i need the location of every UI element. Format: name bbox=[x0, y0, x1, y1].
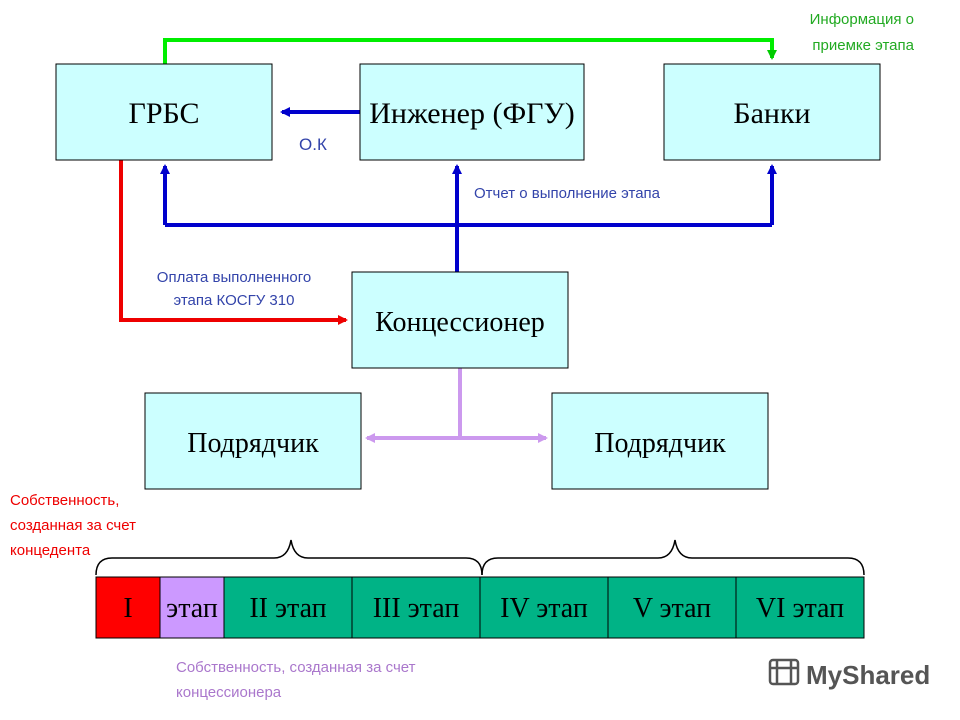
info-acceptance-connector bbox=[163, 38, 777, 64]
stage-label-1: I bbox=[123, 593, 132, 624]
stage-cell-7 bbox=[735, 576, 865, 639]
stage-label-4: III этап bbox=[373, 593, 460, 624]
node-banks-box bbox=[663, 63, 881, 161]
watermark: MyShared bbox=[768, 658, 930, 690]
stage-cell-5 bbox=[479, 576, 609, 639]
info-acceptance-label-line1: Информация о bbox=[810, 11, 914, 28]
node-contractor-left-label: Подрядчик bbox=[187, 428, 319, 459]
stage-cell-4 bbox=[351, 576, 481, 639]
concessionaire-brace bbox=[481, 539, 865, 576]
stage-cell-3 bbox=[223, 576, 353, 639]
node-banks-label: Банки bbox=[733, 97, 810, 130]
watermark-logo-icon bbox=[768, 658, 800, 686]
stage-cell-2 bbox=[159, 576, 225, 639]
stage-report-label: Отчет о выполнение этапа bbox=[474, 185, 661, 202]
concessionaire-property-note-line2: концессионера bbox=[176, 684, 282, 701]
node-concessionaire-box bbox=[351, 271, 569, 369]
node-engineer-box bbox=[359, 63, 585, 161]
grantor-brace bbox=[95, 539, 483, 576]
stage-cell-1 bbox=[95, 576, 161, 639]
stage-label-5: IV этап bbox=[500, 593, 588, 624]
payment-label-line1: Оплата выполненного bbox=[157, 269, 311, 286]
node-concessionaire-label: Концессионер bbox=[375, 307, 545, 338]
stage-label-3: II этап bbox=[249, 593, 326, 624]
node-banks: Банки bbox=[663, 63, 881, 161]
payment-label-line2: этапа КОСГУ 310 bbox=[174, 292, 295, 309]
ok-label: О.К bbox=[299, 135, 327, 154]
grantor-property-note-line2: созданная за счет bbox=[10, 517, 136, 534]
node-contractor-right: Подрядчик bbox=[551, 392, 769, 490]
node-grbs-label: ГРБС bbox=[128, 97, 199, 130]
grantor-property-note-line1: Собственность, bbox=[10, 492, 119, 509]
node-contractor-right-box bbox=[551, 392, 769, 490]
watermark-text: MyShared bbox=[806, 660, 930, 690]
stage-bar: I этап II этап III этап IV этап V этап V… bbox=[95, 576, 865, 639]
stage-label-2: этап bbox=[166, 593, 218, 624]
stage-label-6: V этап bbox=[633, 593, 711, 624]
concessionaire-property-note-line1: Собственность, созданная за счет bbox=[176, 659, 416, 676]
node-engineer-label: Инженер (ФГУ) bbox=[369, 97, 575, 130]
stage-label-7: VI этап bbox=[756, 593, 844, 624]
node-contractor-left: Подрядчик bbox=[144, 392, 362, 490]
info-acceptance-label-line2: приемке этапа bbox=[812, 37, 914, 54]
node-engineer: Инженер (ФГУ) bbox=[359, 63, 585, 161]
node-concessionaire: Концессионер bbox=[351, 271, 569, 369]
grantor-property-note-line3: концедента bbox=[10, 542, 91, 559]
node-grbs: ГРБС bbox=[55, 63, 273, 161]
node-contractor-right-label: Подрядчик bbox=[594, 428, 726, 459]
payment-arrow bbox=[119, 160, 348, 325]
stage-cell-6 bbox=[607, 576, 737, 639]
node-grbs-box bbox=[55, 63, 273, 161]
node-contractor-left-box bbox=[144, 392, 362, 490]
